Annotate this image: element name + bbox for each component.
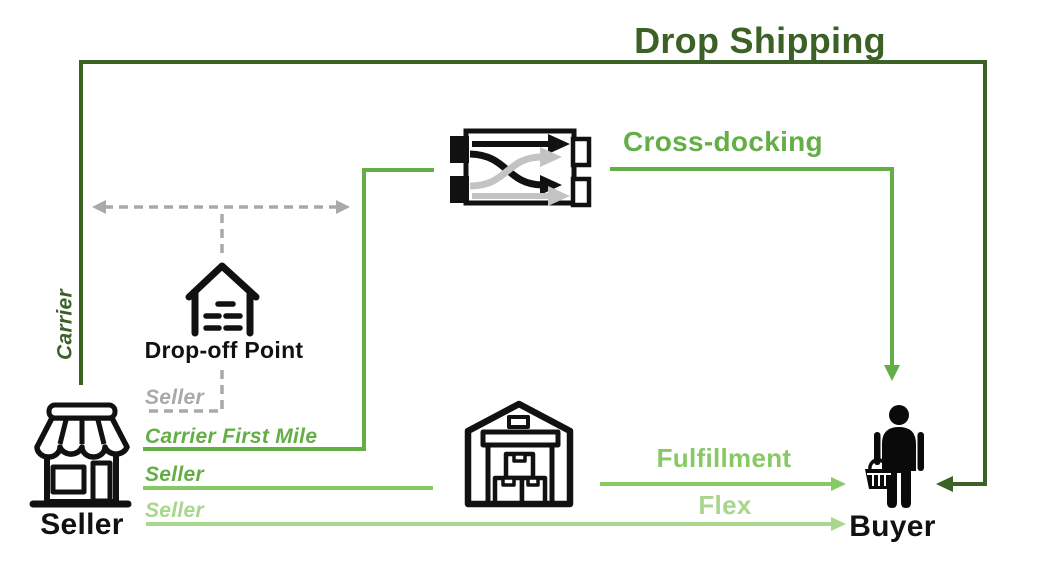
dropoff-dashed-paths <box>92 200 350 413</box>
flex-arrowhead <box>831 517 846 531</box>
storefront-icon <box>29 402 132 508</box>
fulfillment-arrowhead <box>831 477 846 491</box>
seller-to-warehouse-label: Seller <box>145 463 205 486</box>
store-door <box>90 460 113 504</box>
drop-shipping-label: Drop Shipping <box>634 20 886 61</box>
fulfillment-label: Fulfillment <box>656 443 792 473</box>
outbound-dock-icon <box>570 136 592 168</box>
cross-docking-arrowhead <box>884 365 900 381</box>
drop-shipping-path <box>79 60 987 492</box>
cross-docking-path <box>143 167 900 451</box>
inbound-dock-icon <box>450 176 469 203</box>
store-window <box>50 464 87 495</box>
flex-path <box>146 517 846 531</box>
seller-to-buyer-label: Seller <box>145 499 205 522</box>
inbound-dock-icon <box>450 136 469 163</box>
buyer-node-label: Buyer <box>849 510 936 543</box>
carrier-first-mile-label: Carrier First Mile <box>145 425 318 448</box>
drop-shipping-arrowhead <box>936 476 953 492</box>
parcel-house-icon <box>185 262 260 337</box>
fulfillment-path <box>143 477 846 491</box>
parcel-shelf-dashes <box>203 301 243 331</box>
cross-docking-label: Cross-docking <box>623 126 823 157</box>
basket-handle <box>868 458 888 470</box>
outbound-dock-icon <box>570 176 592 208</box>
cross-dock-transfer-icon <box>450 128 592 208</box>
carrier-label: Carrier <box>53 289 77 360</box>
drop-off-point-label: Drop-off Point <box>144 337 304 363</box>
stacked-boxes <box>492 451 548 506</box>
seller-to-dropoff-label: Seller <box>145 386 205 409</box>
warehouse-boxes-icon <box>464 400 574 508</box>
flex-label: Flex <box>698 490 752 520</box>
seller-node-label: Seller <box>40 508 124 541</box>
person-with-basket-icon <box>865 405 924 508</box>
left-arm <box>874 432 881 465</box>
right-arm <box>917 432 924 471</box>
